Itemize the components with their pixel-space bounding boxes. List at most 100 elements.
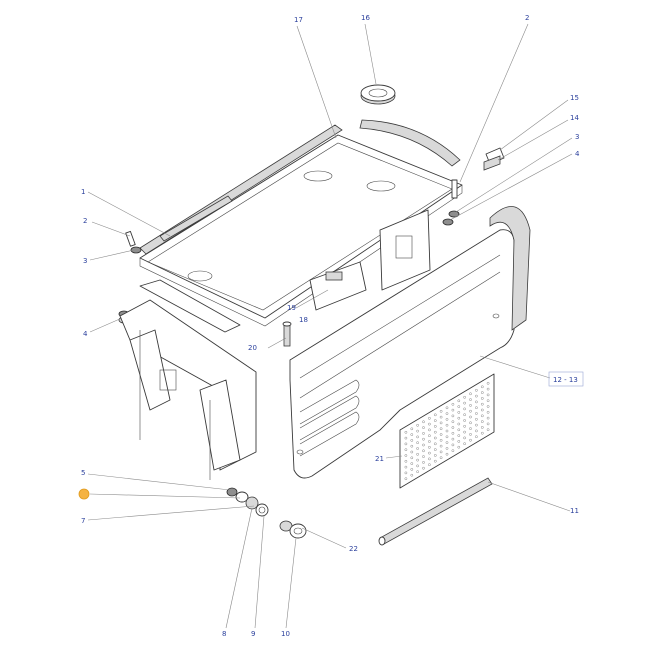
rod-lower — [378, 477, 493, 546]
callout-20[interactable]: 20 — [248, 344, 257, 352]
mesh-hole — [463, 436, 466, 440]
mesh-hole — [475, 417, 478, 421]
mesh-hole — [463, 430, 466, 434]
callout-3-right[interactable]: 3 — [575, 133, 579, 141]
mesh-hole — [433, 454, 437, 457]
mesh-hole — [475, 423, 478, 427]
callout-12-13[interactable]: 12 - 13 — [553, 376, 578, 384]
mesh-hole — [428, 463, 431, 467]
callout-5[interactable]: 5 — [81, 469, 85, 477]
callout-21[interactable]: 21 — [375, 455, 384, 463]
mesh-hole — [422, 461, 425, 464]
mesh-hole — [475, 400, 478, 404]
mesh-hole — [451, 431, 455, 435]
mesh-hole — [451, 414, 455, 418]
mesh-grille — [399, 373, 495, 489]
mesh-hole — [451, 420, 455, 424]
mesh-hole — [475, 429, 478, 433]
leader-lines — [87, 23, 573, 629]
callout-3-left[interactable]: 3 — [83, 257, 87, 265]
mesh-hole — [463, 424, 466, 428]
callout-2-top[interactable]: 2 — [525, 14, 529, 22]
mesh-hole — [433, 413, 437, 417]
mesh-hole — [428, 445, 431, 449]
mesh-hole — [439, 456, 443, 460]
callout-22[interactable]: 22 — [349, 545, 358, 553]
mesh-hole — [404, 442, 408, 446]
callout-1[interactable]: 1 — [81, 188, 85, 196]
mesh-hole — [480, 385, 484, 389]
mesh-hole — [469, 398, 472, 401]
mesh-hole — [410, 450, 414, 454]
mesh-hole — [439, 444, 443, 448]
mesh-hole — [469, 392, 472, 396]
callout-2-left[interactable]: 2 — [83, 217, 87, 225]
mesh-hole — [475, 388, 478, 392]
mesh-hole — [463, 413, 466, 417]
mesh-hole — [422, 432, 425, 435]
mesh-hole — [480, 420, 484, 423]
mesh-hole — [457, 434, 461, 437]
mesh-hole — [422, 455, 425, 458]
mesh-hole — [486, 381, 490, 385]
callout-18[interactable]: 18 — [299, 316, 308, 324]
mesh-hole — [404, 471, 408, 475]
mesh-hole — [416, 429, 419, 433]
mesh-hole — [428, 422, 431, 426]
lower-seal-strip — [139, 279, 241, 333]
callout-15[interactable]: 15 — [570, 94, 579, 102]
callout-11[interactable]: 11 — [570, 507, 579, 515]
mesh-hole — [433, 448, 437, 451]
callout-17[interactable]: 17 — [294, 16, 303, 24]
mesh-hole — [475, 435, 478, 439]
side-edge-seal — [489, 206, 531, 331]
mesh-hole — [469, 421, 472, 425]
mesh-hole — [480, 402, 484, 406]
mesh-hole — [451, 443, 455, 447]
mesh-hole — [463, 395, 466, 399]
mesh-hole — [404, 477, 408, 481]
callout-14[interactable]: 14 — [570, 114, 579, 122]
mesh-hole — [475, 406, 478, 410]
mesh-hole — [416, 441, 419, 445]
mesh-hole — [416, 470, 419, 474]
mesh-hole — [416, 447, 419, 450]
mesh-hole — [457, 416, 461, 420]
mesh-hole — [422, 426, 425, 429]
mesh-hole — [486, 405, 490, 408]
callout-4-left[interactable]: 4 — [83, 330, 88, 338]
mesh-hole — [457, 428, 461, 432]
mesh-hole — [475, 412, 478, 415]
mesh-hole — [445, 429, 449, 433]
mesh-hole — [457, 445, 461, 449]
callout-7[interactable]: 7 — [81, 517, 85, 525]
mesh-hole — [469, 409, 472, 413]
mesh-hole — [422, 466, 425, 470]
mesh-hole — [404, 454, 408, 457]
mesh-hole — [410, 433, 414, 436]
callout-10[interactable]: 10 — [281, 630, 290, 638]
mesh-hole — [475, 394, 478, 398]
rear-frame-bracket — [119, 299, 257, 480]
callout-16[interactable]: 16 — [361, 14, 370, 22]
mesh-hole — [451, 426, 455, 429]
callout-8[interactable]: 8 — [222, 630, 226, 638]
callout-4-right[interactable]: 4 — [575, 150, 580, 158]
mesh-hole — [480, 431, 484, 435]
mesh-hole — [445, 412, 449, 415]
bolt-right — [442, 179, 460, 226]
filler-cap — [360, 84, 396, 105]
rod-upper — [159, 195, 233, 242]
mesh-hole — [439, 427, 443, 431]
mesh-hole — [486, 387, 490, 391]
mesh-hole — [469, 404, 472, 407]
mesh-hole — [410, 427, 414, 431]
mesh-hole — [428, 440, 431, 443]
mesh-hole — [451, 402, 455, 406]
mesh-hole — [463, 407, 466, 411]
callout-9[interactable]: 9 — [251, 630, 255, 638]
callout-19[interactable]: 19 — [287, 304, 296, 312]
mesh-hole — [439, 438, 443, 442]
mesh-hole — [416, 423, 419, 427]
mesh-hole — [463, 401, 466, 405]
